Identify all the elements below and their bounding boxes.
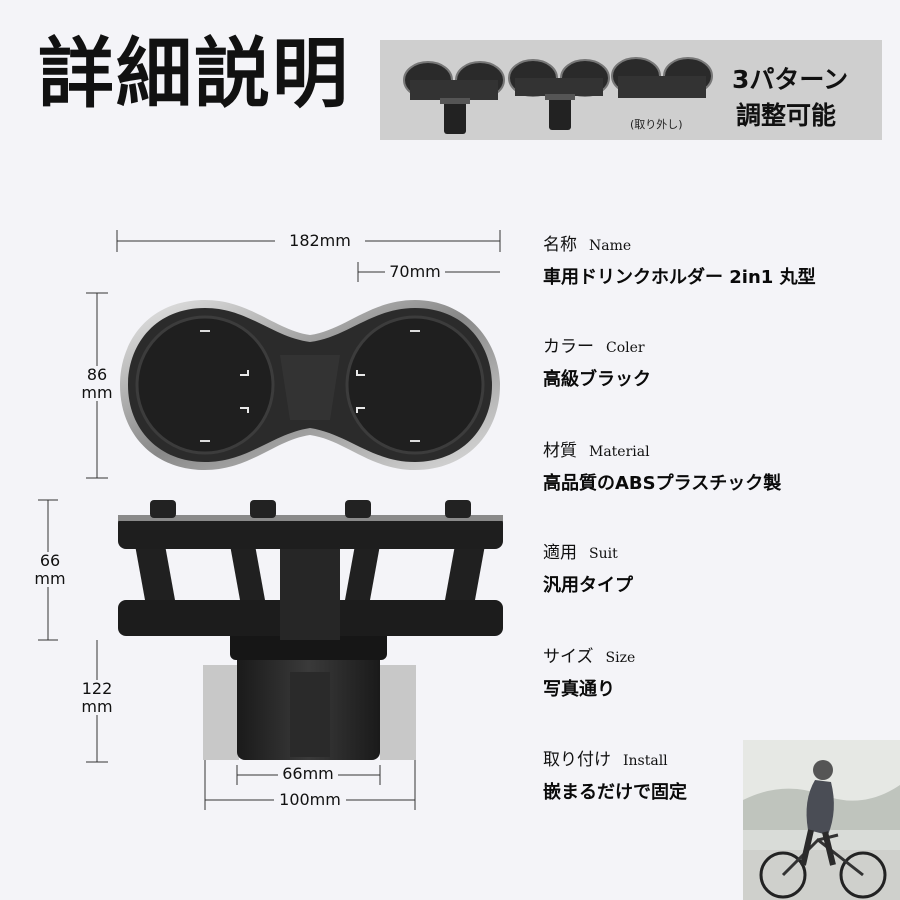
spec-value: 高級ブラック [543,369,651,390]
dim-cup-diameter: 70mm [385,263,445,281]
spec-label: 材質 [543,441,577,461]
spec-material: 材質 Material 高品質のABSプラスチック製 [543,436,781,495]
dim-depth: 86 mm [74,366,120,402]
spec-label-en: Install [623,753,668,769]
spec-value: 嵌まるだけで固定 [543,782,687,803]
spec-value: 写真通り [543,679,615,700]
spec-name: 名称 Name 車用ドリンクホルダー 2in1 丸型 [543,230,816,289]
spec-label: サイズ [543,647,594,667]
page-title: 詳細説明 [38,29,350,118]
spec-label-en: Material [589,444,650,460]
dim-upper-height: 66 mm [30,552,70,588]
cyclist-photo [743,740,900,900]
banner-line-1: 3パターン [732,65,849,94]
variant-detached-image [611,57,713,98]
spec-label-en: Name [589,238,632,254]
dim-total-width: 182mm [275,232,365,250]
dim-base-height: 122 mm [70,680,124,716]
dim-base-outer: 100mm [274,791,346,809]
spec-label: 適用 [543,543,577,563]
variant-mid-image [508,59,610,130]
spec-color: カラー Coler 高級ブラック [543,332,651,391]
spec-label: 名称 [543,235,577,255]
spec-value: 高品質のABSプラスチック製 [543,473,782,494]
spec-size: サイズ Size 写真通り [543,642,635,701]
spec-suit: 適用 Suit 汎用タイプ [543,538,633,597]
spec-value: 汎用タイプ [543,575,633,596]
side-view-image [118,500,503,760]
spec-install: 取り付け Install 嵌まるだけで固定 [543,745,687,804]
spec-label-en: Coler [606,340,645,356]
spec-label-en: Size [605,650,636,666]
banner-line-2: 調整可能 [736,101,837,130]
spec-label-en: Suit [589,546,618,562]
pattern-banner: (取り外し) 3パターン 調整可能 [380,40,882,140]
spec-label: 取り付け [543,750,611,770]
variant-full-image [403,61,505,134]
dim-base-inner: 66mm [278,765,338,783]
top-view-image [120,300,500,470]
product-diagram [38,230,503,810]
spec-label: カラー [543,337,594,357]
detached-caption: (取り外し) [630,118,683,131]
spec-value: 車用ドリンクホルダー 2in1 丸型 [543,267,816,288]
